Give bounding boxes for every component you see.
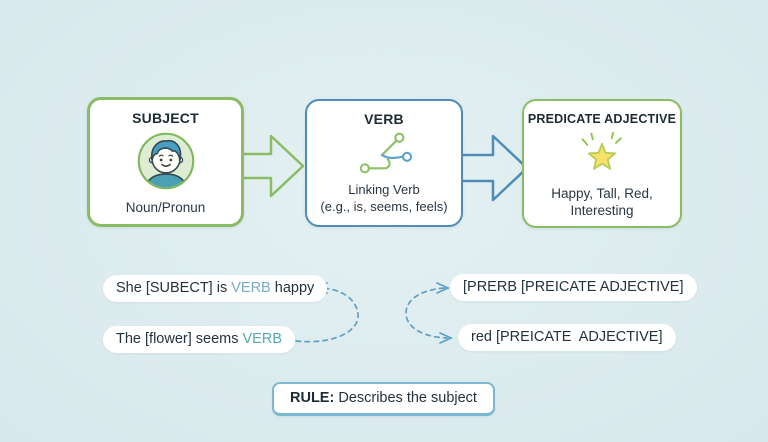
predicate-adjective-box: PREDICATE ADJECTIVE Happy, Tall, Red, In… xyxy=(522,99,682,228)
predicate-subtitle-line2: Interesting xyxy=(570,203,634,218)
example-left2-verb: VERB xyxy=(242,331,283,347)
subject-box-subtitle: Noun/Pronun xyxy=(125,200,206,215)
example-left1-verb: VERB xyxy=(231,280,271,296)
dashed-arrow-right-examples xyxy=(405,282,454,344)
rule-label: RULE: xyxy=(290,390,335,406)
example-pill-predicate-adjective-2: red [PREICATE ADJECTIVE] xyxy=(458,324,676,351)
verb-subtitle-line2: (e.g., is, seems, feels) xyxy=(320,198,448,214)
example-left2-pre: The [flower] seems xyxy=(116,331,243,347)
subject-box: SUBJECT Noun/Pronun xyxy=(87,97,244,227)
rule-box: RULE: Describes the subject xyxy=(272,382,495,416)
flow-arrow-verb-to-predicate xyxy=(453,134,529,202)
verb-box-subtitle: Linking Verb (e.g., is, seems, feels) xyxy=(320,182,447,215)
rule-text: Describes the subject xyxy=(334,390,477,406)
verb-box-title: VERB xyxy=(364,111,404,127)
example-pill-she-is-happy: She [SUBECT] is VERB happy xyxy=(103,275,328,302)
example-pill-predicate-adjective-1: [PRERB [PREICATE ADJECTIVE] xyxy=(450,274,697,301)
predicate-box-title: PREDICATE ADJECTIVE xyxy=(527,112,677,126)
subject-box-title: SUBJECT xyxy=(132,110,199,126)
example-left1-pre: She [SUBECT] is xyxy=(116,280,232,296)
verb-subtitle-line1: Linking Verb xyxy=(348,182,420,197)
person-icon xyxy=(137,132,195,195)
predicate-box-subtitle: Happy, Tall, Red, Interesting xyxy=(551,185,653,219)
predicate-subtitle-line1: Happy, Tall, Red, xyxy=(551,186,653,201)
star-icon xyxy=(575,130,629,183)
example-left1-post: happy xyxy=(270,280,315,296)
verb-box: VERB Linking Verb (e.g., is, seems, feel… xyxy=(305,99,463,227)
example-pill-flower-seems: The [flower] seems VERB xyxy=(103,326,296,353)
zigzag-path-icon xyxy=(353,130,415,181)
